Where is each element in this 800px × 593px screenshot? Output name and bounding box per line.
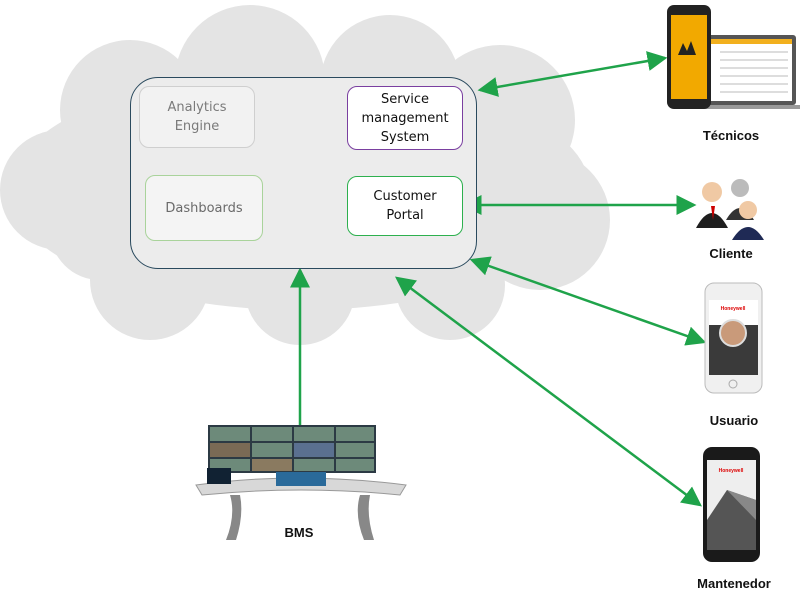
arrow-mantenedor <box>394 276 703 507</box>
mantenedor-label: Mantenedor <box>697 576 771 591</box>
arrow-tecnicos <box>477 51 668 97</box>
customer-portal-box: Customer Portal <box>347 176 463 236</box>
arrow-usuario <box>469 256 707 346</box>
usuario-phone-image: Honeywell <box>704 282 763 394</box>
cliente-people-image <box>696 179 764 240</box>
cliente-label: Cliente <box>709 246 753 261</box>
tecnicos-devices-image <box>667 5 800 109</box>
bms-label: BMS <box>284 525 314 540</box>
svg-text:Honeywell: Honeywell <box>719 468 744 474</box>
svg-text:Honeywell: Honeywell <box>721 306 746 312</box>
tecnicos-label: Técnicos <box>702 128 760 143</box>
dashboards-box: Dashboards <box>145 175 263 241</box>
service-management-box: Service management System <box>347 86 463 150</box>
usuario-label: Usuario <box>709 413 759 428</box>
analytics-engine-box: Analytics Engine <box>139 86 255 148</box>
mantenedor-phone-image: Honeywell <box>703 447 760 562</box>
bms-console-image <box>195 425 407 540</box>
